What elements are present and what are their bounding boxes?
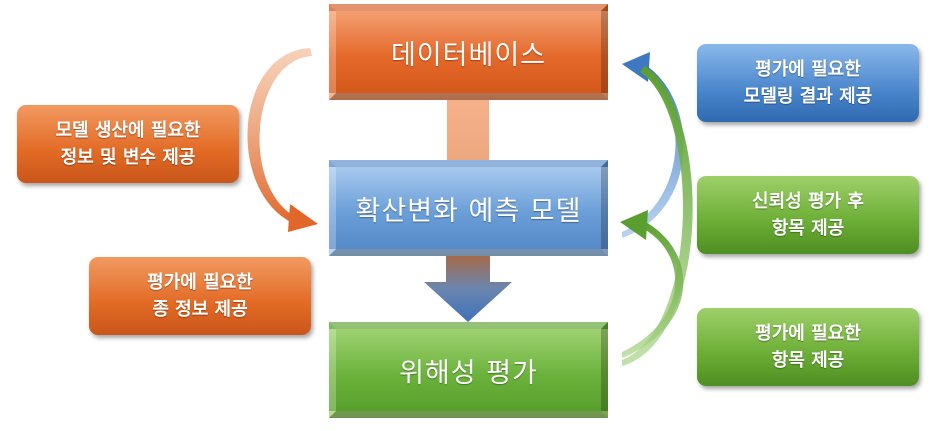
model-info-note: 모델 생산에 필요한 정보 및 변수 제공	[17, 105, 239, 183]
right-blue-curve-arrow	[622, 64, 684, 238]
right-green-arrowhead	[620, 210, 648, 240]
diffusion-model-label: 확산변화 예측 모델	[355, 195, 582, 227]
risk-assessment-box: 위해성 평가	[329, 322, 608, 418]
database-label: 데이터베이스	[390, 39, 547, 71]
right-green-curve-long	[622, 66, 693, 366]
required-items-text: 평가에 필요한 항목 제공	[755, 323, 861, 371]
risk-assessment-label: 위해성 평가	[399, 357, 538, 389]
right-green-curve-short	[622, 220, 684, 358]
left-curve-arrow	[247, 48, 312, 226]
required-items-note: 평가에 필요한 항목 제공	[697, 308, 919, 386]
database-box: 데이터베이스	[329, 4, 608, 100]
post-reliability-text: 신뢰성 평가 후 항목 제공	[752, 191, 864, 239]
diffusion-model-box: 확산변화 예측 모델	[329, 160, 608, 256]
db-to-model-connector	[447, 100, 489, 160]
modeling-result-note: 평가에 필요한 모델링 결과 제공	[697, 44, 919, 122]
modeling-result-text: 평가에 필요한 모델링 결과 제공	[743, 59, 873, 107]
model-info-text: 모델 생산에 필요한 정보 및 변수 제공	[55, 120, 201, 168]
left-curve-arrowhead	[288, 204, 318, 232]
post-reliability-note: 신뢰성 평가 후 항목 제공	[697, 176, 919, 254]
species-info-note: 평가에 필요한 종 정보 제공	[89, 257, 311, 335]
right-blue-arrowhead	[622, 52, 650, 82]
species-info-text: 평가에 필요한 종 정보 제공	[147, 272, 253, 320]
model-to-assessment-arrow	[424, 256, 512, 322]
